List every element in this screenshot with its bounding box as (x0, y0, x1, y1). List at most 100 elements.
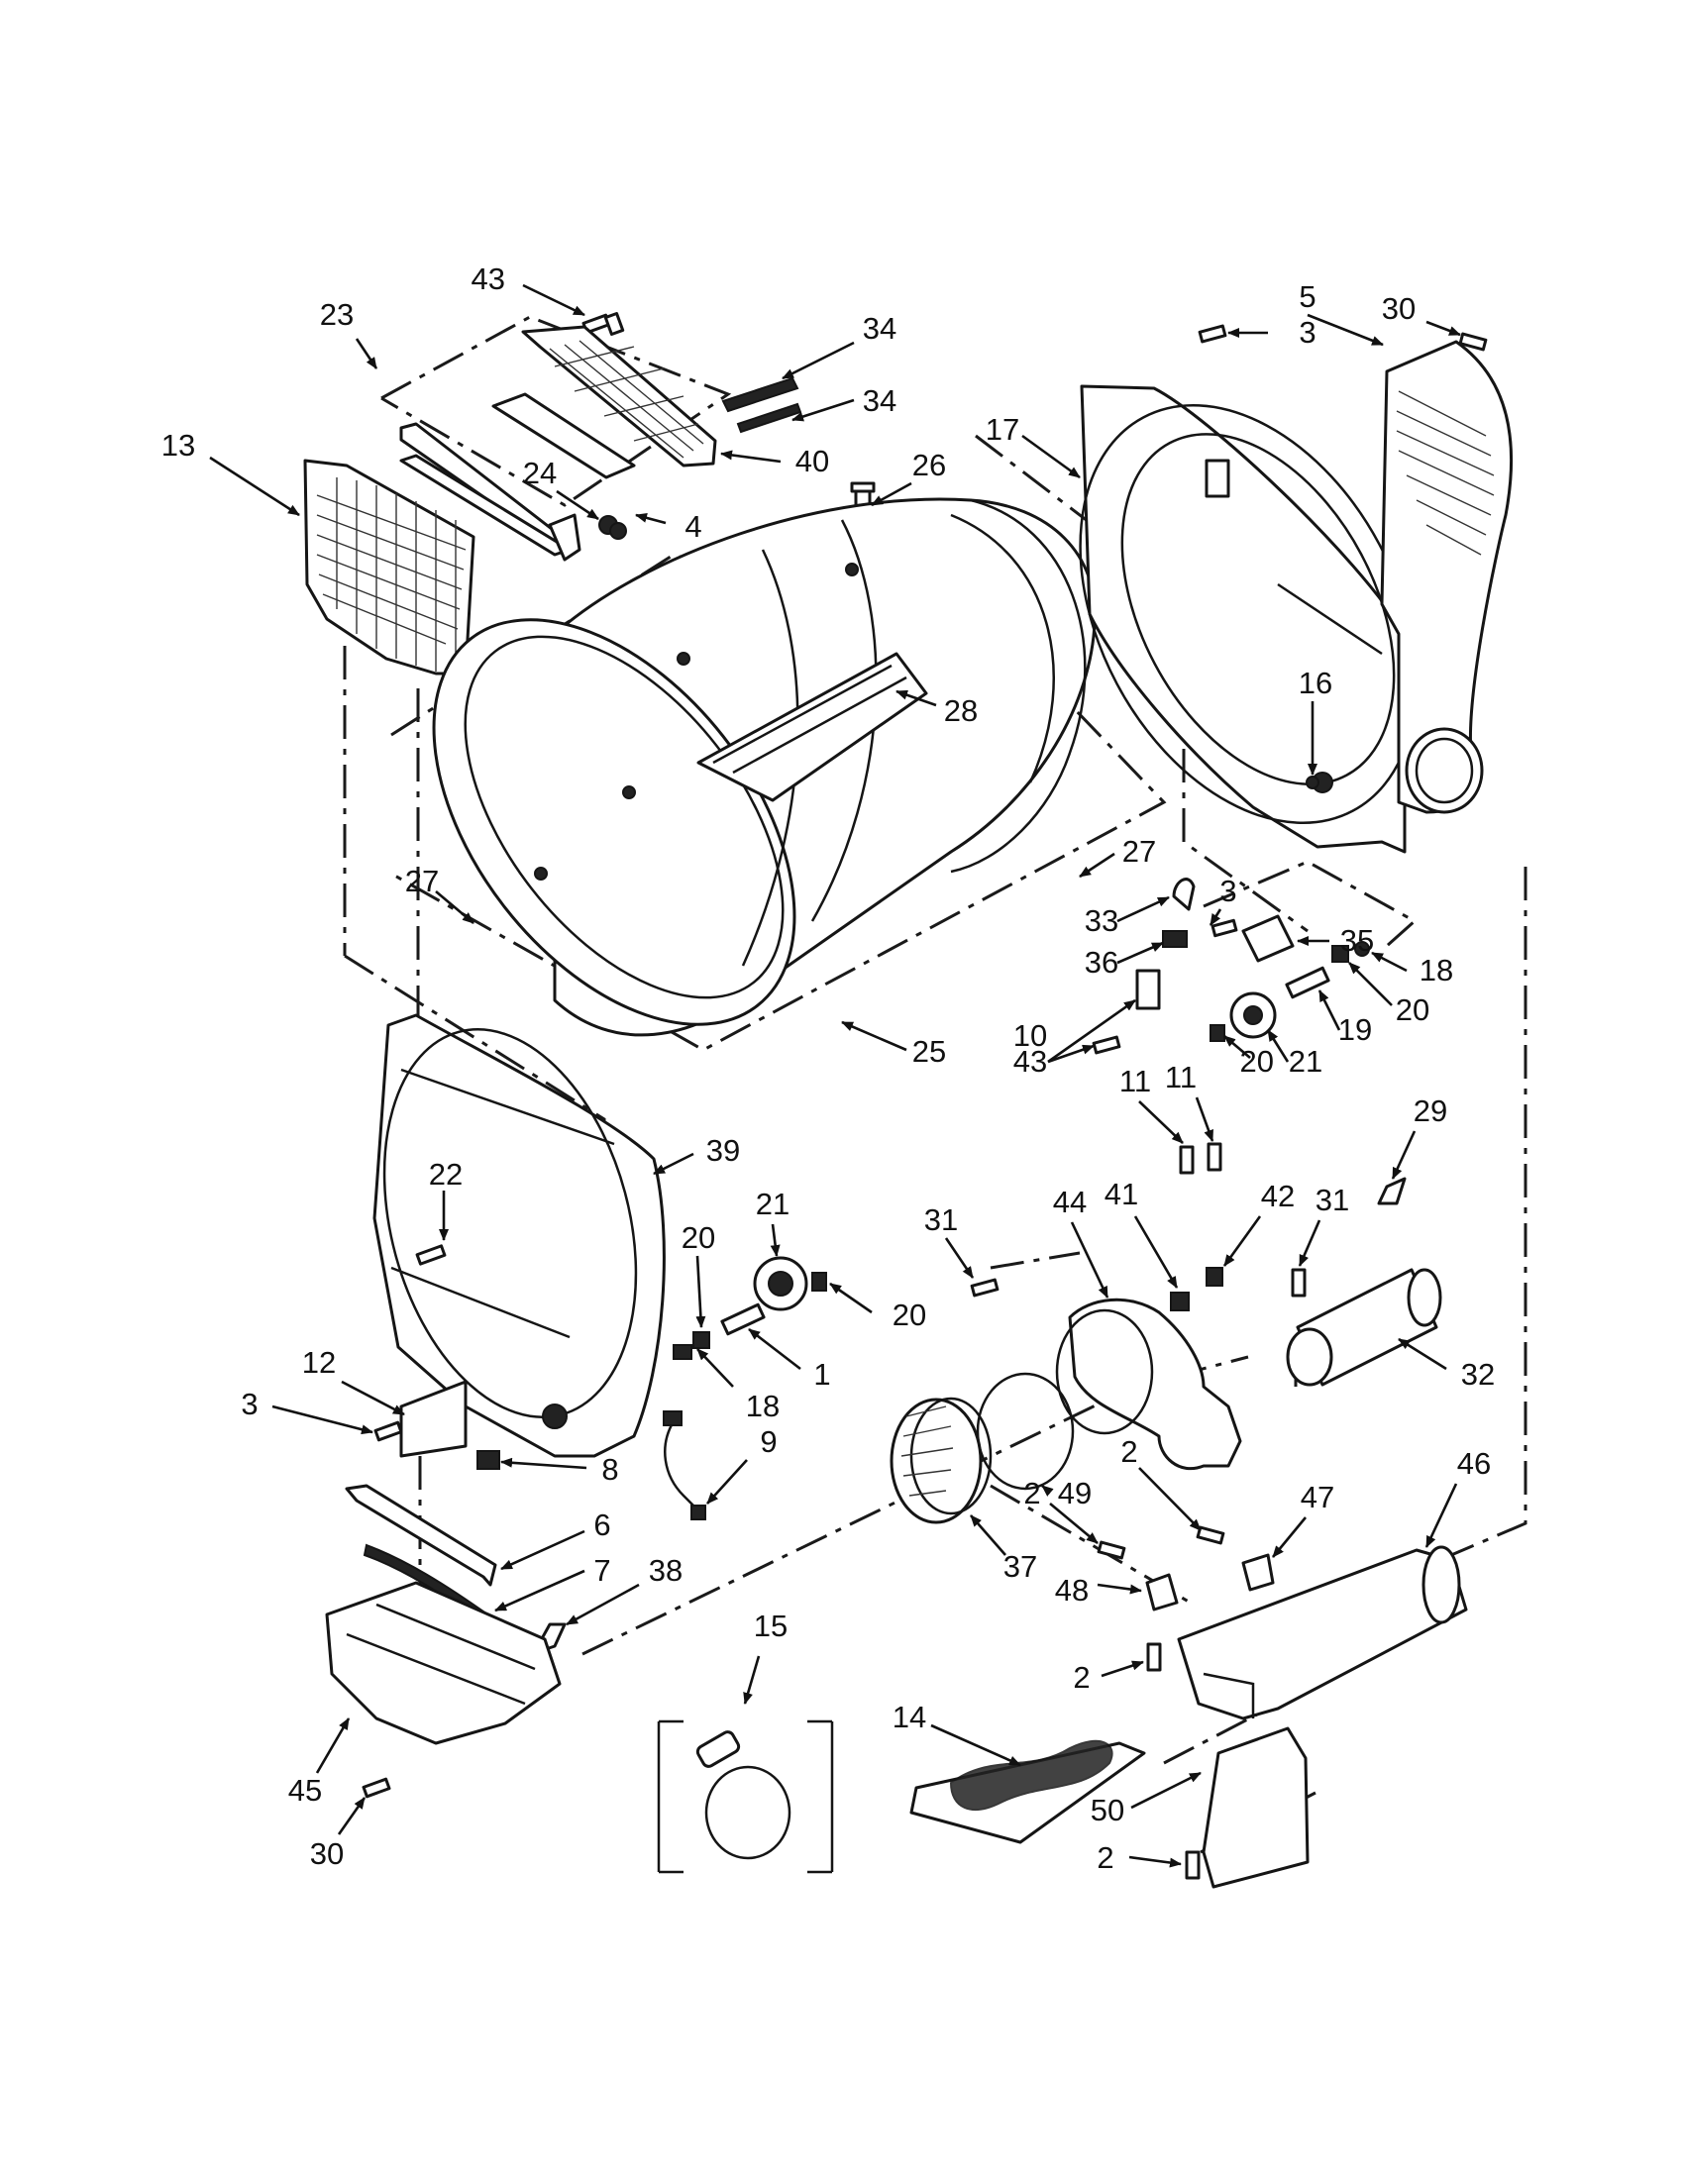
callout-33: 33 (1085, 903, 1118, 938)
callout-41: 41 (1105, 1177, 1138, 1211)
thermostat-42-icon (1206, 1267, 1223, 1287)
callout-27: 27 (1122, 834, 1156, 869)
leader-32 (1398, 1337, 1447, 1371)
leader-25 (841, 1020, 907, 1052)
callout-16: 16 (1299, 666, 1332, 700)
leader-20c (695, 1255, 706, 1328)
leader-21b (770, 1223, 781, 1257)
callout-30: 30 (310, 1836, 344, 1871)
callout-50: 50 (1091, 1793, 1124, 1827)
callout-28: 28 (944, 693, 978, 728)
leader-7 (494, 1569, 585, 1612)
leader-47 (1271, 1516, 1308, 1558)
callout-26: 26 (912, 448, 946, 482)
parts (303, 311, 1514, 1889)
leader-2b (1049, 1503, 1099, 1544)
leader-10 (1047, 998, 1136, 1064)
callout-17: 17 (986, 412, 1019, 447)
bearing-16-icon (1306, 776, 1319, 789)
callout-36: 36 (1085, 945, 1118, 980)
callout-15: 15 (754, 1609, 788, 1643)
rear-bulkhead-17 (1079, 384, 1418, 854)
callout-11: 11 (1119, 1064, 1151, 1098)
callout-21: 21 (756, 1187, 789, 1221)
lint-screen-13 (303, 459, 475, 676)
lint-duct-45 (325, 1581, 562, 1745)
callout-27: 27 (405, 864, 439, 898)
heater-element-14 (909, 1739, 1146, 1844)
leader-34b (791, 398, 855, 422)
leader-11b (1195, 1096, 1214, 1142)
screw-43-top-icon (581, 311, 625, 337)
callout-44: 44 (1053, 1185, 1087, 1219)
leader-46 (1424, 1483, 1458, 1548)
leader-19 (1317, 989, 1341, 1031)
callout-45: 45 (288, 1773, 322, 1808)
slide-8 (476, 1450, 500, 1470)
callout-3: 3 (1219, 874, 1236, 908)
leader-2c (1101, 1660, 1144, 1678)
assembly-line-roller-bracket (1203, 860, 1418, 948)
callout-2: 2 (1120, 1434, 1137, 1469)
screw-31-left-icon (970, 1278, 1000, 1298)
callout-7: 7 (593, 1553, 610, 1588)
screw-2-mid-icon (1196, 1525, 1225, 1545)
bracket-12 (399, 1380, 468, 1458)
leader-21a (1266, 1029, 1290, 1063)
callout-31: 31 (924, 1202, 958, 1237)
leader-3c (271, 1404, 373, 1435)
leader-5 (1307, 313, 1384, 347)
leader-42 (1222, 1215, 1262, 1267)
exhaust-tube-32 (1286, 1268, 1442, 1387)
callout-21: 21 (1289, 1044, 1322, 1079)
thermal-kit-15 (657, 1719, 834, 1874)
leader-23 (355, 338, 378, 369)
screw-30-bottom-icon (362, 1777, 391, 1799)
assembly-line-lint-housing-top (380, 315, 732, 507)
leader-20b (1223, 1035, 1251, 1059)
seal-34-lower (736, 402, 802, 434)
leader-48 (1097, 1583, 1142, 1595)
callout-46: 46 (1457, 1446, 1491, 1481)
screw-2-bottom-icon (1185, 1850, 1201, 1880)
leader-14 (930, 1723, 1021, 1767)
callout-20: 20 (1240, 1044, 1274, 1079)
screw-3-front-icon (373, 1420, 403, 1442)
leader-20a (1348, 962, 1393, 1006)
leader-4 (635, 513, 667, 525)
callout-42: 42 (1261, 1179, 1295, 1213)
leader-18a (1371, 951, 1408, 973)
callout-22: 22 (429, 1157, 463, 1192)
gasket-6 (345, 1484, 497, 1587)
callout-20: 20 (1396, 992, 1429, 1027)
leader-45 (315, 1717, 351, 1774)
screw-11-right-icon (1207, 1142, 1222, 1172)
leader-43a (522, 283, 585, 317)
screw-11-left-icon (1179, 1145, 1195, 1175)
leader-15 (743, 1655, 761, 1705)
leader-27a (435, 890, 474, 924)
leader-3b (1209, 908, 1222, 926)
callout-18: 18 (1420, 953, 1453, 988)
blower-housing-44 (1055, 1298, 1242, 1471)
leader-43b (1047, 1044, 1095, 1064)
callout-43: 43 (1013, 1044, 1047, 1079)
callout-labels: 43 23 34 34 40 13 24 4 26 5 30 3 17 16 2… (161, 261, 1495, 1875)
assembly-line-blower-horiz (990, 1251, 1081, 1270)
front-bulkhead-39 (372, 1013, 666, 1458)
leader-13 (209, 456, 300, 517)
bracket-29-icon (1377, 1177, 1407, 1205)
leader-50 (1130, 1771, 1202, 1810)
callout-34: 34 (863, 311, 896, 346)
callout-11: 11 (1165, 1060, 1197, 1094)
leader-33 (1116, 895, 1170, 923)
callout-32: 32 (1461, 1357, 1495, 1392)
leader-9 (706, 1459, 748, 1505)
thermistor-48-icon (1145, 1573, 1179, 1612)
callout-1: 1 (813, 1357, 830, 1392)
callout-5: 5 (1299, 279, 1316, 314)
callout-34: 34 (863, 383, 896, 418)
callout-14: 14 (893, 1700, 926, 1734)
